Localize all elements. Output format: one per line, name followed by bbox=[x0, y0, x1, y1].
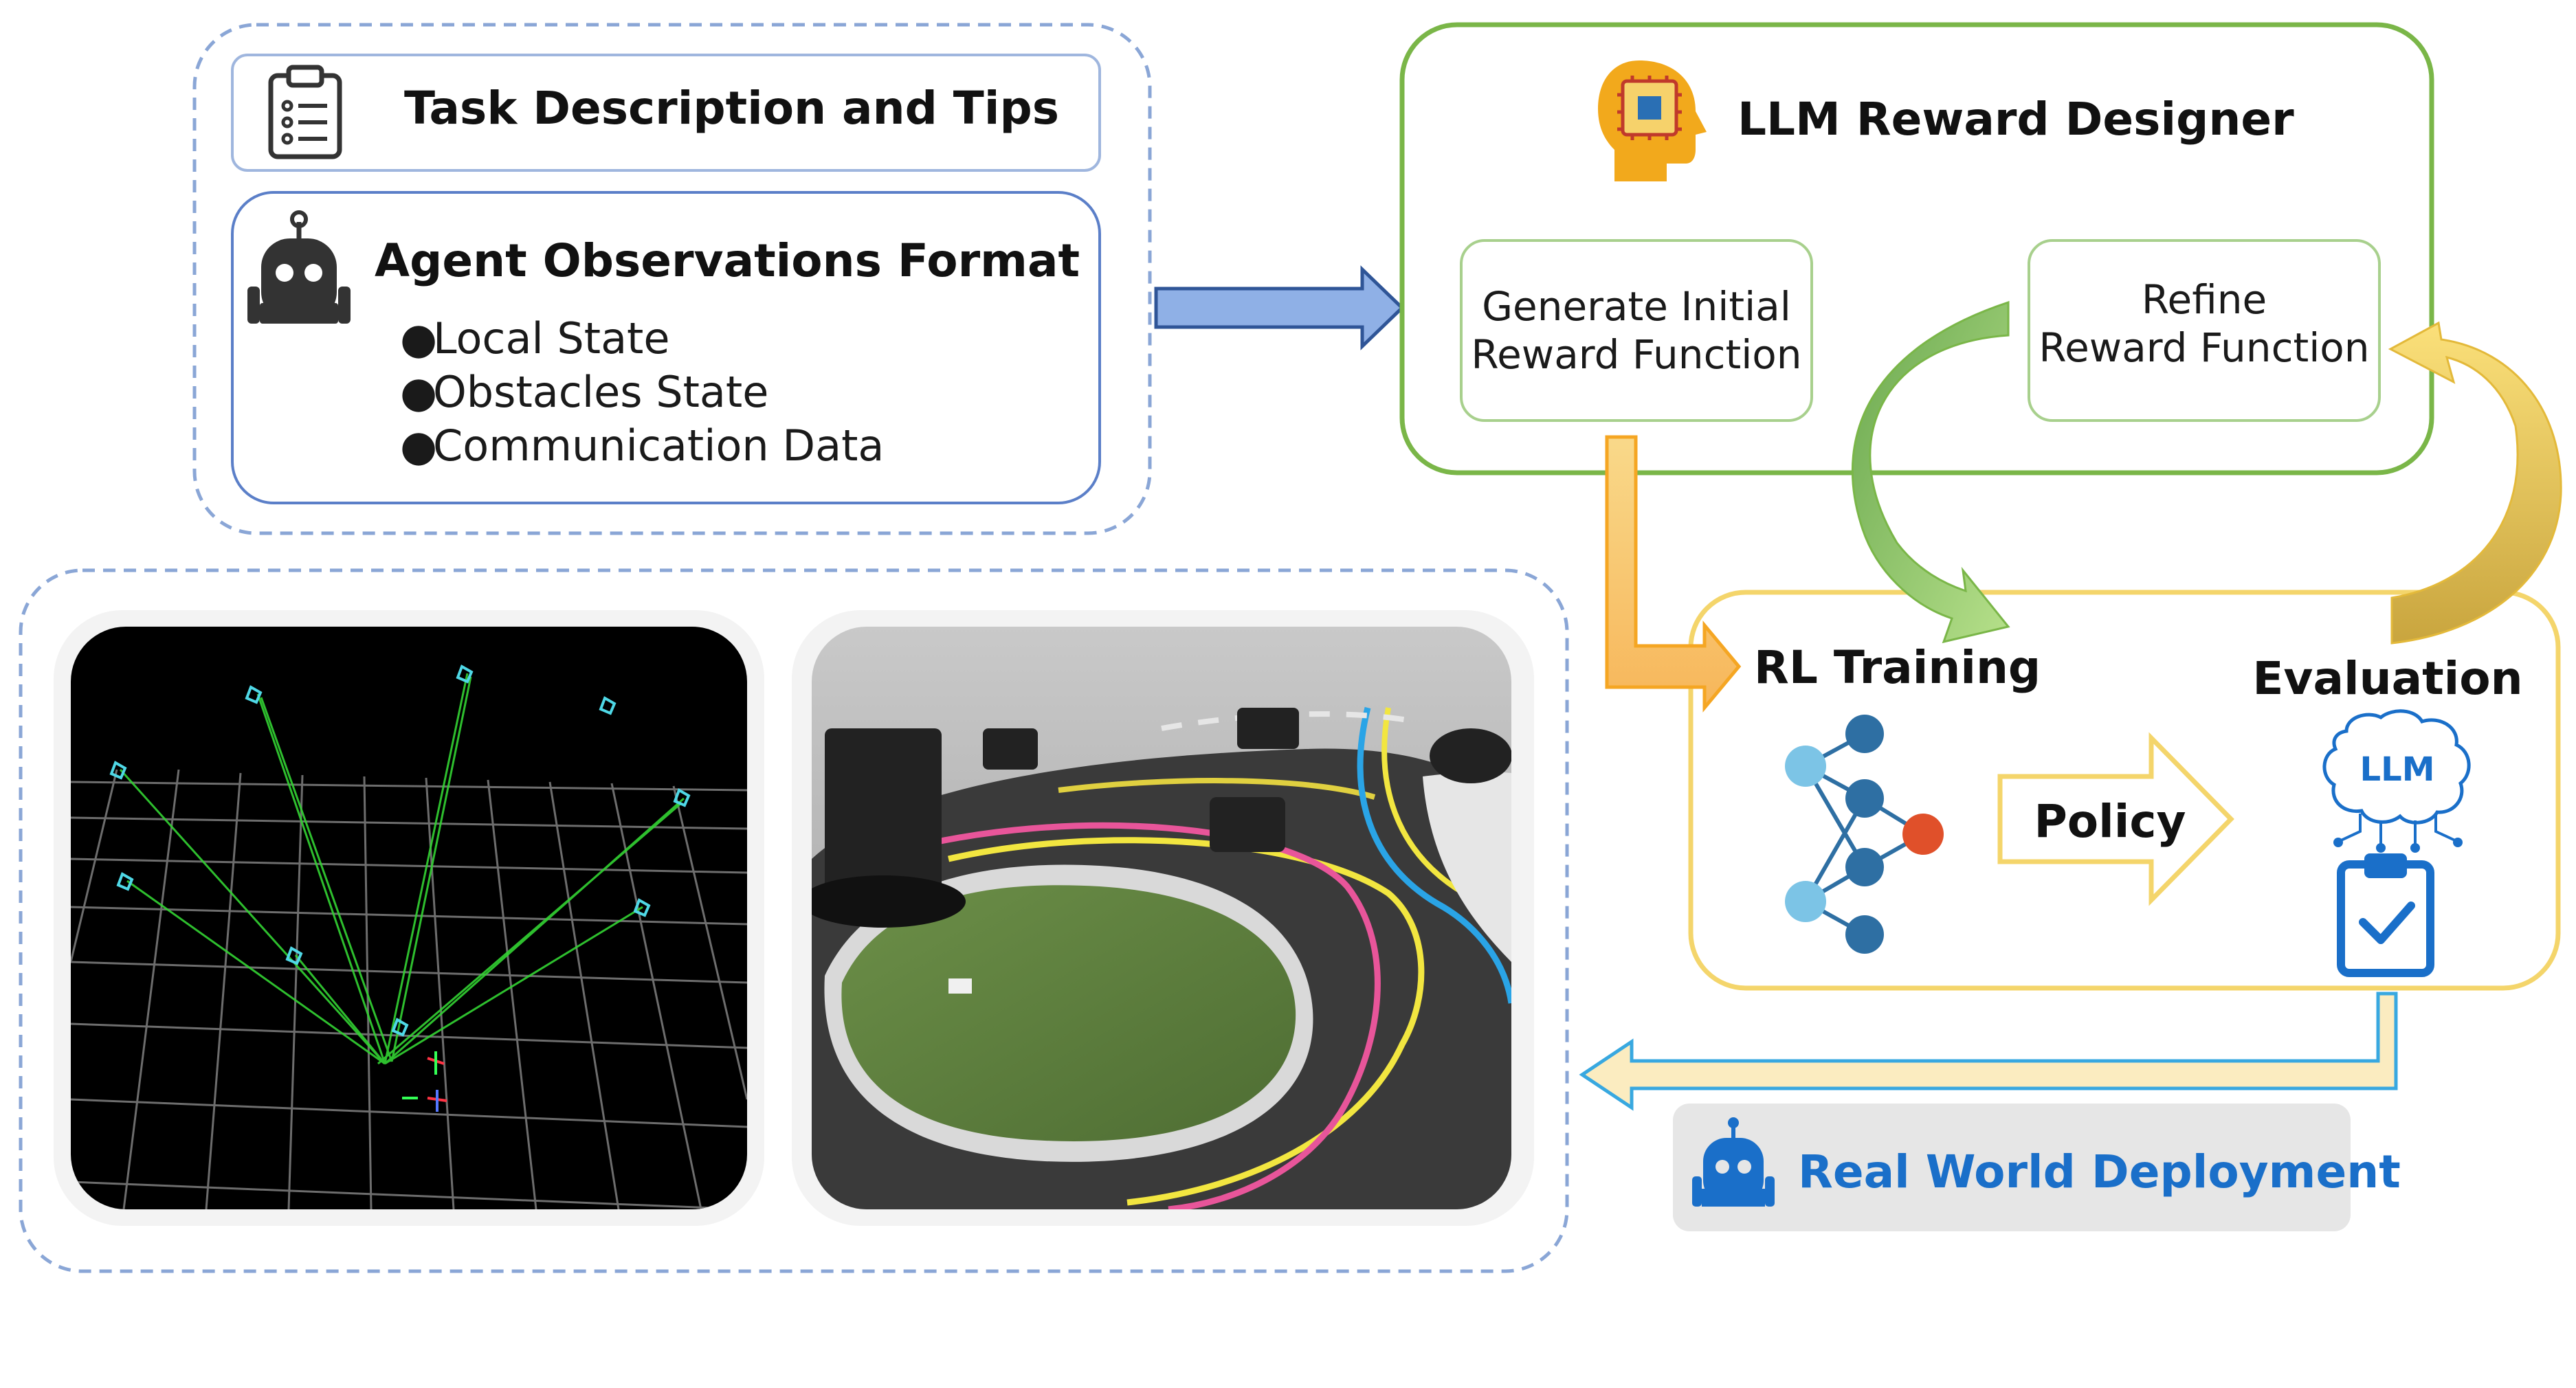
agent-observations-title: Agent Observations Format bbox=[375, 234, 1080, 287]
neural-network-icon bbox=[1785, 715, 1944, 954]
evaluation-title: Evaluation bbox=[2252, 652, 2522, 705]
input-panel: Task Description and Tips Agent Observat… bbox=[192, 23, 1152, 535]
generate-line-1: Generate Initial bbox=[1482, 283, 1791, 330]
refine-line-1: Refine bbox=[2142, 276, 2267, 323]
bullet-icon: ● bbox=[400, 313, 437, 363]
llm-reward-designer-panel: LLM Reward Designer Generate Initial Rew… bbox=[1399, 22, 2434, 475]
input-to-designer-arrow bbox=[1154, 265, 1405, 350]
training-evaluation-panel: RL Training Evaluation bbox=[1688, 590, 2561, 991]
robot-icon bbox=[247, 210, 351, 324]
designer-title: LLM Reward Designer bbox=[1737, 93, 2294, 146]
llm-brain-icon: LLM bbox=[2322, 709, 2471, 853]
task-description-box: Task Description and Tips bbox=[231, 54, 1101, 172]
generate-initial-reward-box: Generate Initial Reward Function bbox=[1460, 239, 1813, 422]
observation-list: ● Local State ● Obstacles State ● Commun… bbox=[400, 313, 884, 471]
observation-item-communication-data: Communication Data bbox=[433, 421, 884, 471]
llm-chip-label: LLM bbox=[2360, 750, 2435, 789]
refine-reward-box: Refine Reward Function bbox=[2028, 239, 2381, 422]
robot-icon bbox=[1692, 1117, 1775, 1207]
generate-line-2: Reward Function bbox=[1471, 331, 1801, 378]
observation-item-local-state: Local State bbox=[433, 313, 670, 363]
deployment-label: Real World Deployment bbox=[1798, 1145, 2401, 1198]
real-world-deployment-badge: Real World Deployment bbox=[1673, 1104, 2401, 1231]
clipboard-list-icon bbox=[268, 65, 342, 159]
bullet-icon: ● bbox=[400, 421, 437, 471]
agent-observations-box: Agent Observations Format ● Local State … bbox=[231, 191, 1101, 504]
real-world-robots-photo bbox=[792, 610, 1534, 1226]
policy-label: Policy bbox=[2034, 795, 2186, 848]
rl-training-title: RL Training bbox=[1754, 641, 2041, 694]
generate-to-training-arrow bbox=[1605, 435, 1742, 713]
refine-line-2: Reward Function bbox=[2039, 324, 2369, 371]
deployment-photos-panel bbox=[19, 568, 1569, 1273]
bullet-icon: ● bbox=[400, 367, 437, 417]
policy-arrow: Policy bbox=[1997, 732, 2234, 906]
refine-to-training-arrow bbox=[1852, 300, 2010, 644]
clipboard-check-icon bbox=[2337, 853, 2434, 977]
task-description-title: Task Description and Tips bbox=[404, 82, 1059, 135]
deployment-arrow bbox=[1579, 992, 2398, 1111]
observation-item-obstacles-state: Obstacles State bbox=[433, 367, 768, 417]
evaluation-to-refine-arrow bbox=[2388, 321, 2562, 645]
motion-capture-visualization bbox=[54, 610, 764, 1226]
ai-head-chip-icon bbox=[1598, 60, 1707, 181]
